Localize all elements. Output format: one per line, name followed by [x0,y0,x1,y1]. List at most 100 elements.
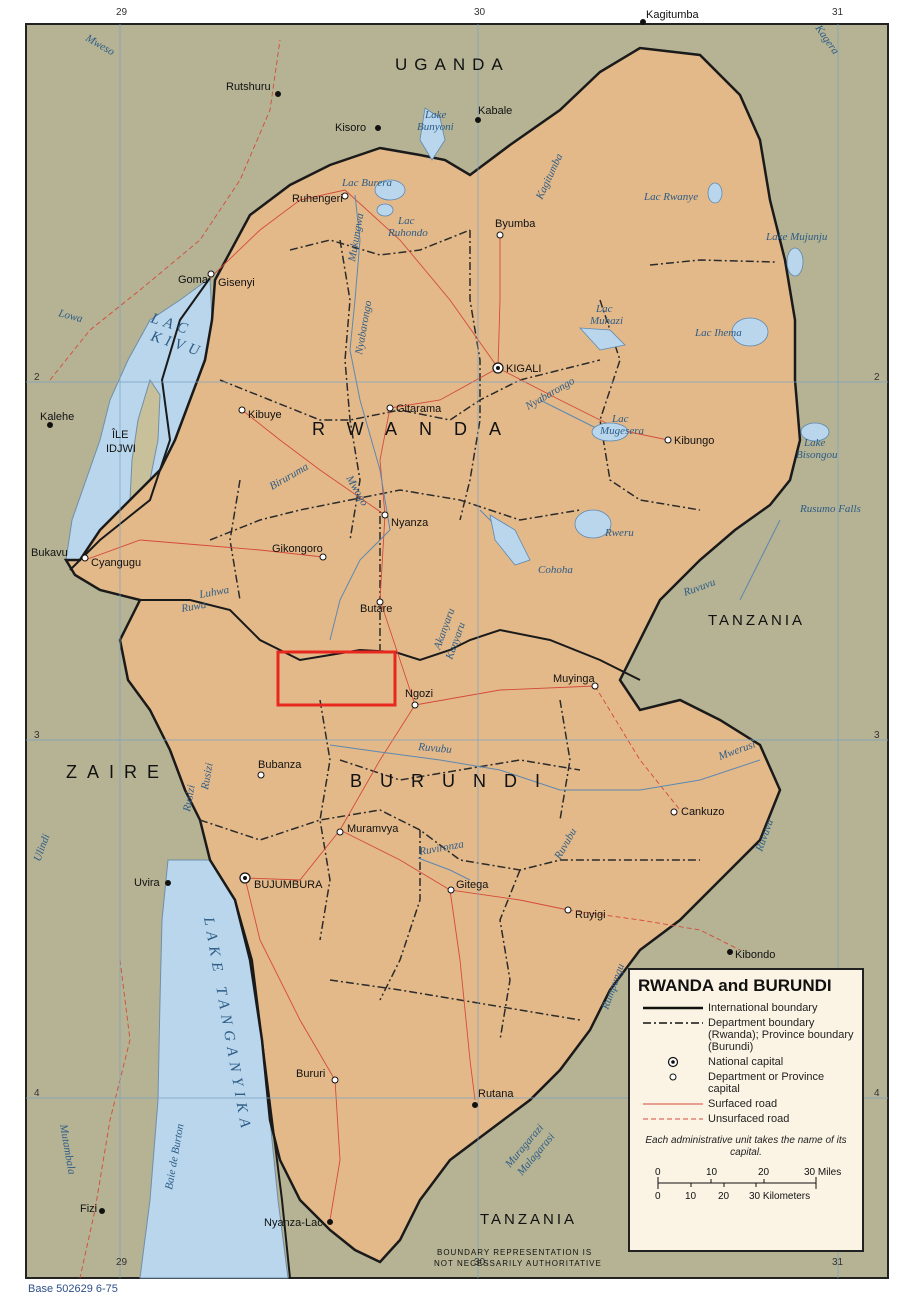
base-label: Base 502629 6-75 [28,1283,118,1295]
department-boundaries [199,229,776,1041]
coord-lon-30-top: 30 [474,7,486,18]
label-lake-bisongou-2: Bisongou [796,449,838,461]
country-tanzania-south: TANZANIA [480,1211,577,1228]
label-lake-bunyoni-1: Lake [424,109,447,121]
label-lac-burera: Lac Burera [341,177,393,189]
label-lac-ruhondo-1: Lac [397,215,415,227]
coord-lat-3-left: 3 [34,730,40,741]
place-cyangugu: Cyangugu [91,557,141,569]
disclaimer-line-2: NOT NECESSARILY AUTHORITATIVE [434,1259,602,1268]
place-kisoro: Kisoro [335,122,366,134]
coord-lon-29-bottom: 29 [116,1257,128,1268]
place-kigali: KIGALI [506,363,541,375]
label-lac-mugesera-2: Mugesera [599,425,644,437]
coord-lon-29-top: 29 [116,7,128,18]
label-cohoha: Cohoha [538,564,573,576]
place-nyanza: Nyanza [391,517,429,529]
label-ile: ÎLE [111,428,129,441]
scale-miles-10: 10 [706,1167,718,1178]
place-cankuzo: Cankuzo [681,806,724,818]
place-butare: Butare [360,603,392,615]
place-rutana: Rutana [478,1088,514,1100]
country-burundi: BURUNDI [350,771,558,791]
country-zaire: ZAIRE [66,762,169,782]
place-kibuye: Kibuye [248,409,282,421]
country-tanzania-east: TANZANIA [708,612,805,629]
place-muyinga: Muyinga [553,673,595,685]
label-rusizi-2: Rusizi [199,762,216,792]
coord-lat-2-left: 2 [34,372,40,383]
label-lake-bunyoni-2: Bunyoni [417,121,454,133]
place-gikongoro: Gikongoro [272,543,323,555]
label-lac-mugesera-1: Lac [611,413,629,425]
scale-km-0: 0 [655,1191,661,1202]
place-rusumo-falls: Rusumo Falls [799,503,861,515]
coord-lat-4-left: 4 [34,1088,40,1099]
place-muramvya: Muramvya [347,823,399,835]
coord-lon-31-bottom: 31 [832,1257,844,1268]
label-lac-muhazi-2: Muhazi [589,315,623,327]
place-byumba: Byumba [495,218,536,230]
label-lake-bisongou-1: Lake [803,437,826,449]
scale-miles-20: 20 [758,1167,770,1178]
scale-km-30: 30 Kilometers [749,1191,810,1202]
place-bururi: Bururi [296,1068,325,1080]
label-luhwa: Luhwa [197,584,230,601]
place-ruyigi: Ruyigi [575,909,606,921]
scale-km-10: 10 [685,1191,697,1202]
map-legend: RWANDA and BURUNDI International boundar… [628,968,864,1252]
disclaimer-line-1: BOUNDARY REPRESENTATION IS [437,1248,592,1257]
coord-lat-3-right: 3 [874,730,880,741]
legend-note: Each administrative unit takes the name … [645,1135,847,1158]
place-fizi: Fizi [80,1203,97,1215]
legend-national-capital: National capital [638,1056,854,1068]
place-gitega: Gitega [456,879,489,891]
place-bukavu: Bukavu [31,547,68,559]
legend-surfaced-road: Surfaced road [643,1098,778,1110]
label-ruvubu: Ruvubu [417,741,453,756]
legend-department-boundary: Department boundary (Rwanda); Province b… [643,1017,854,1053]
scale-miles-0: 0 [655,1167,661,1178]
place-gisenyi: Gisenyi [218,277,255,289]
coord-lon-30-bottom: 30 [474,1257,486,1268]
place-kabale: Kabale [478,105,512,117]
place-kalehe: Kalehe [40,411,74,423]
place-uvira: Uvira [134,877,161,889]
label-lac-ihema: Lac Ihema [694,327,742,339]
place-kibungo: Kibungo [674,435,714,447]
scale-bar: 0 10 20 30 Miles 0 10 20 30 Kilometers [655,1167,841,1202]
legend-province-capital: Department or Province capital [638,1071,854,1095]
place-gitarama: Gitarama [396,403,442,415]
place-ruhengeri: Ruhengeri [292,193,343,205]
scale-km-20: 20 [718,1191,730,1202]
legend-title: RWANDA and BURUNDI [638,976,832,995]
coord-lon-31-top: 31 [832,7,844,18]
place-kagitumba: Kagitumba [646,9,699,21]
label-lac-rwanye: Lac Rwanye [643,191,698,203]
legend-unsurfaced-road: Unsurfaced road [643,1113,790,1125]
legend-international-boundary: International boundary [643,1002,818,1014]
settlements [47,19,733,1225]
label-rweru: Rweru [604,527,634,539]
label-lake-mujunju: Lake Mujunju [765,231,828,243]
label-idjwi: IDJWI [106,443,136,455]
place-rutshuru: Rutshuru [226,81,271,93]
scale-miles-30: 30 Miles [804,1167,841,1178]
country-rwanda: RWANDA [312,419,523,439]
place-kibondo: Kibondo [735,949,775,961]
national-capital-kigali [492,362,504,374]
country-uganda: UGANDA [395,55,510,74]
label-ruwa: Ruwa [179,599,207,615]
coord-lat-2-right: 2 [874,372,880,383]
small-lakes [374,107,830,566]
label-lac-muhazi-1: Lac [595,303,613,315]
highlight-box [276,650,397,707]
place-goma: Goma [178,274,209,286]
coord-lat-4-right: 4 [874,1088,880,1099]
capital-bujumbura [239,872,251,884]
place-nyanza-lac: Nyanza-Lac [264,1217,323,1229]
label-rusizi: Rusizi [181,784,198,814]
label-lac-ruhondo-2: Ruhondo [387,227,428,239]
place-ngozi: Ngozi [405,688,433,700]
